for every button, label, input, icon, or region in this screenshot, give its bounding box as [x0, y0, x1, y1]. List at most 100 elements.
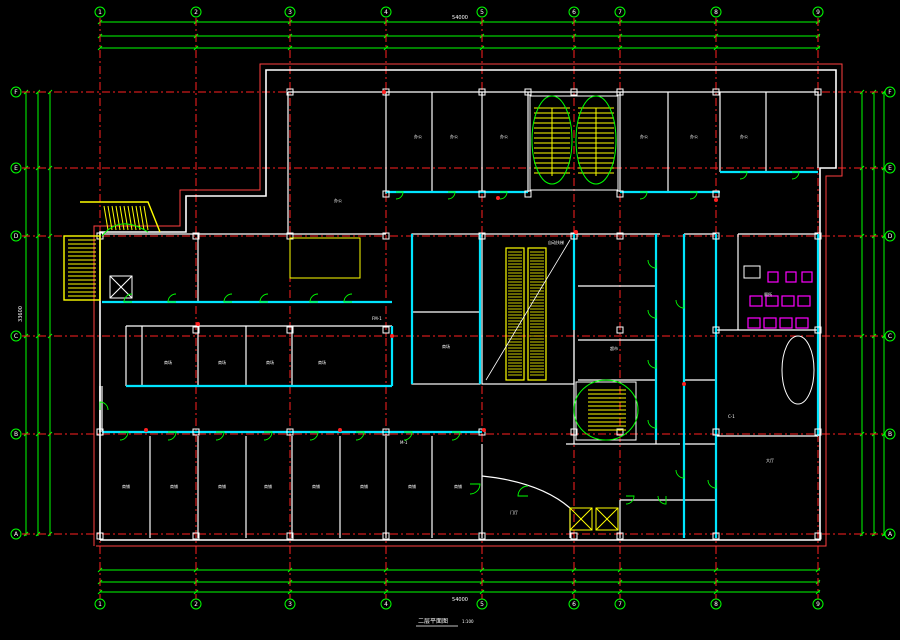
room-label-r17: 商铺	[312, 483, 320, 489]
stair-north	[529, 95, 619, 191]
grid-bubble-top-3: 3	[284, 6, 296, 18]
svg-text:C: C	[14, 333, 18, 340]
escalators	[485, 239, 571, 381]
svg-text:9: 9	[816, 9, 820, 16]
room-label-r8: 商场	[164, 359, 172, 365]
grid-bubble-right-F: F	[884, 86, 896, 98]
stair-west	[63, 201, 161, 301]
grid-bubble-right-A: A	[884, 528, 896, 540]
grid-bubble-left-F: F	[10, 86, 22, 98]
svg-text:D: D	[14, 233, 19, 240]
svg-text:8: 8	[714, 9, 718, 16]
room-label-r22: 超市	[610, 345, 618, 351]
door-tag: M-1	[400, 440, 408, 445]
svg-text:5: 5	[480, 601, 484, 608]
svg-text:2: 2	[194, 601, 198, 608]
grid-bubble-left-A: A	[10, 528, 22, 540]
room-label-r10: 商场	[266, 359, 274, 365]
svg-text:E: E	[888, 165, 892, 172]
window-tag: C-1	[728, 414, 735, 419]
grid-bubble-bottom-9: 9	[812, 598, 824, 610]
grid-bubble-left-D: D	[10, 230, 22, 242]
room-label-r14: 商铺	[170, 483, 178, 489]
svg-text:C: C	[888, 333, 892, 340]
total-height-label: 33600	[18, 306, 24, 322]
grid-bubble-right-C: C	[884, 330, 896, 342]
room-label-r24: 门厅	[510, 509, 518, 515]
door-swings	[99, 171, 800, 505]
grid-bubble-bottom-8: 8	[710, 598, 722, 610]
room-label-r13: 商铺	[122, 483, 130, 489]
grid-bubble-top-8: 8	[710, 6, 722, 18]
total-width-label: 54000	[452, 15, 468, 21]
room-labels: 办公办公办公办公办公办公办公商场商场商场商场商场商铺商铺商铺商铺商铺商铺商铺商铺…	[122, 133, 774, 515]
svg-text:1: 1	[98, 9, 102, 16]
room-label-r19: 商铺	[408, 483, 416, 489]
total-width-label-bottom: 54000	[452, 597, 468, 603]
grid-bubble-top-2: 2	[190, 6, 202, 18]
dimension-lines	[25, 21, 885, 593]
grid-bubble-left-C: C	[10, 330, 22, 342]
grid-bubble-bottom-7: 7	[614, 598, 626, 610]
svg-text:B: B	[14, 431, 18, 438]
svg-text:3: 3	[288, 601, 292, 608]
drawing-scale: 1:100	[462, 619, 474, 624]
grid-bubble-bottom-3: 3	[284, 598, 296, 610]
grid-bubble-bottom-4: 4	[380, 598, 392, 610]
svg-text:5: 5	[480, 9, 484, 16]
room-label-r6: 办公	[690, 133, 698, 139]
room-label-r15: 商铺	[218, 483, 226, 489]
room-label-r23: 厕所	[764, 291, 772, 297]
grid-bubble-bottom-2: 2	[190, 598, 202, 610]
grid-bubble-top-6: 6	[568, 6, 580, 18]
svg-text:E: E	[14, 165, 18, 172]
escalator-tag: 自动扶梯	[548, 239, 564, 245]
grid-bubble-bottom-5: 5	[476, 598, 488, 610]
svg-text:7: 7	[618, 601, 622, 608]
room-label-r18: 商铺	[360, 483, 368, 489]
svg-text:F: F	[888, 89, 892, 96]
room-label-r20: 商铺	[454, 483, 462, 489]
svg-text:8: 8	[714, 601, 718, 608]
svg-text:4: 4	[384, 9, 388, 16]
room-label-r7: 办公	[740, 133, 748, 139]
toilet-fixtures	[743, 265, 815, 405]
grid-bubble-top-1: 1	[94, 6, 106, 18]
svg-text:A: A	[14, 531, 19, 538]
grid-bubble-right-B: B	[884, 428, 896, 440]
grid-bubble-top-7: 7	[614, 6, 626, 18]
room-label-r1: 办公	[334, 197, 342, 203]
room-label-r4: 办公	[500, 133, 508, 139]
drawing-title: 二层平面图	[418, 618, 448, 625]
room-label-r11: 商场	[318, 359, 326, 365]
svg-text:F: F	[14, 89, 18, 96]
grid-bubble-top-5: 5	[476, 6, 488, 18]
svg-text:6: 6	[572, 601, 576, 608]
svg-text:A: A	[888, 531, 893, 538]
fire-door-tag: FM-1	[372, 316, 382, 321]
room-label-r2: 办公	[414, 133, 422, 139]
grid-bubble-left-E: E	[10, 162, 22, 174]
svg-text:1: 1	[98, 601, 102, 608]
svg-text:4: 4	[384, 601, 388, 608]
svg-text:B: B	[888, 431, 892, 438]
svg-text:3: 3	[288, 9, 292, 16]
grid-bubble-right-E: E	[884, 162, 896, 174]
elevators	[109, 237, 619, 531]
grid-bubble-left-B: B	[10, 428, 22, 440]
grid-bubble-top-9: 9	[812, 6, 824, 18]
section-markers	[144, 90, 718, 432]
room-label-r5: 办公	[640, 133, 648, 139]
svg-text:7: 7	[618, 9, 622, 16]
room-label-r16: 商铺	[264, 483, 272, 489]
room-label-r12: 商场	[442, 343, 450, 349]
structural-columns	[96, 88, 822, 540]
grid-bubble-bottom-6: 6	[568, 598, 580, 610]
room-label-r9: 商场	[218, 359, 226, 365]
svg-text:2: 2	[194, 9, 198, 16]
svg-text:D: D	[888, 233, 893, 240]
grid-bubble-top-4: 4	[380, 6, 392, 18]
